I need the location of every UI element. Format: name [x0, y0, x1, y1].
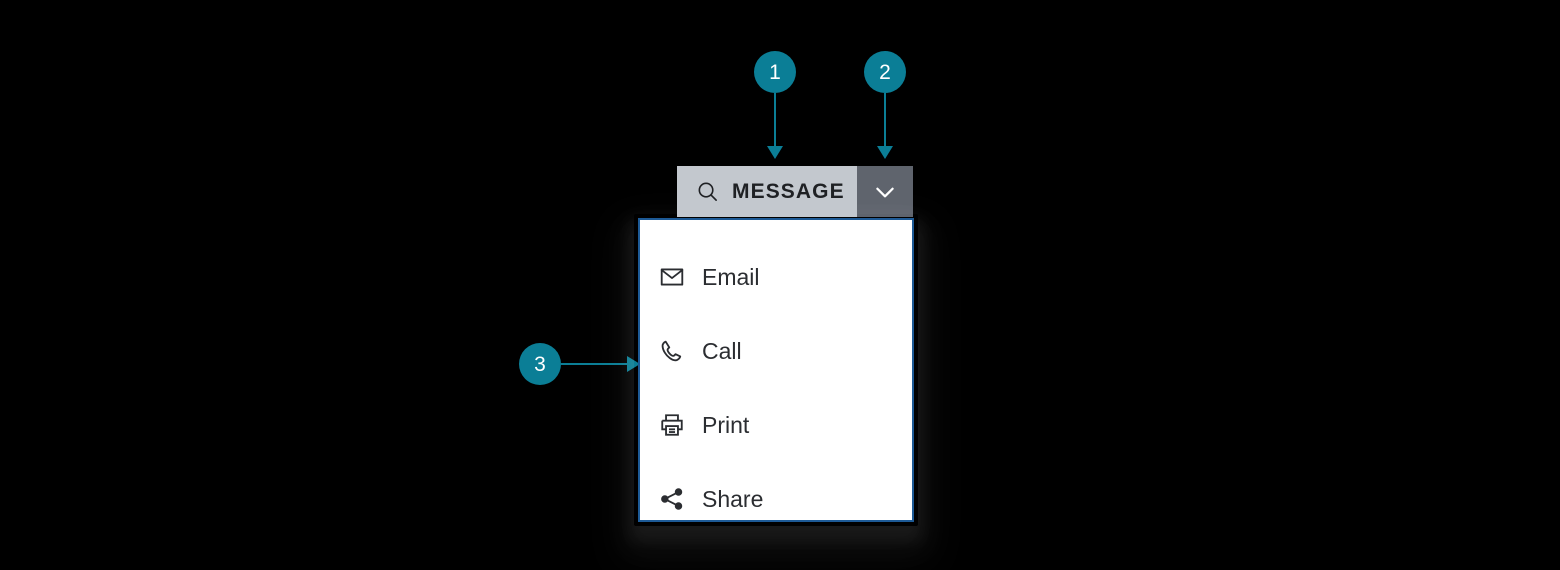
- dropdown-menu: Email Call Print: [638, 218, 914, 522]
- callout-badge-1: 1: [754, 51, 796, 93]
- callout-badge-2: 2: [864, 51, 906, 93]
- share-nodes-icon: [658, 485, 686, 513]
- message-button[interactable]: MESSAGE: [677, 166, 857, 217]
- phone-icon: [658, 337, 686, 365]
- envelope-icon: [658, 263, 686, 291]
- chevron-down-icon: [872, 179, 898, 205]
- printer-icon: [658, 411, 686, 439]
- message-button-label: MESSAGE: [732, 180, 845, 203]
- callout-arrowhead-1: [767, 146, 783, 159]
- menu-item-label: Share: [702, 485, 764, 512]
- callout-arrowhead-3: [627, 356, 640, 372]
- dropdown-toggle[interactable]: [857, 166, 913, 217]
- menu-item-call[interactable]: Call: [640, 314, 912, 388]
- callout-leader-line-3: [561, 363, 627, 365]
- callout-arrowhead-2: [877, 146, 893, 159]
- menu-item-share[interactable]: Share: [640, 462, 912, 536]
- menu-item-label: Print: [702, 411, 750, 438]
- menu-item-print[interactable]: Print: [640, 388, 912, 462]
- menu-item-label: Call: [702, 337, 742, 364]
- callout-leader-line-1: [774, 93, 776, 146]
- callout-leader-line-2: [884, 93, 886, 146]
- menu-item-email[interactable]: Email: [640, 240, 912, 314]
- search-icon: [695, 180, 719, 204]
- menu-item-label: Email: [702, 263, 760, 290]
- split-button: MESSAGE: [677, 166, 913, 217]
- callout-badge-3: 3: [519, 343, 561, 385]
